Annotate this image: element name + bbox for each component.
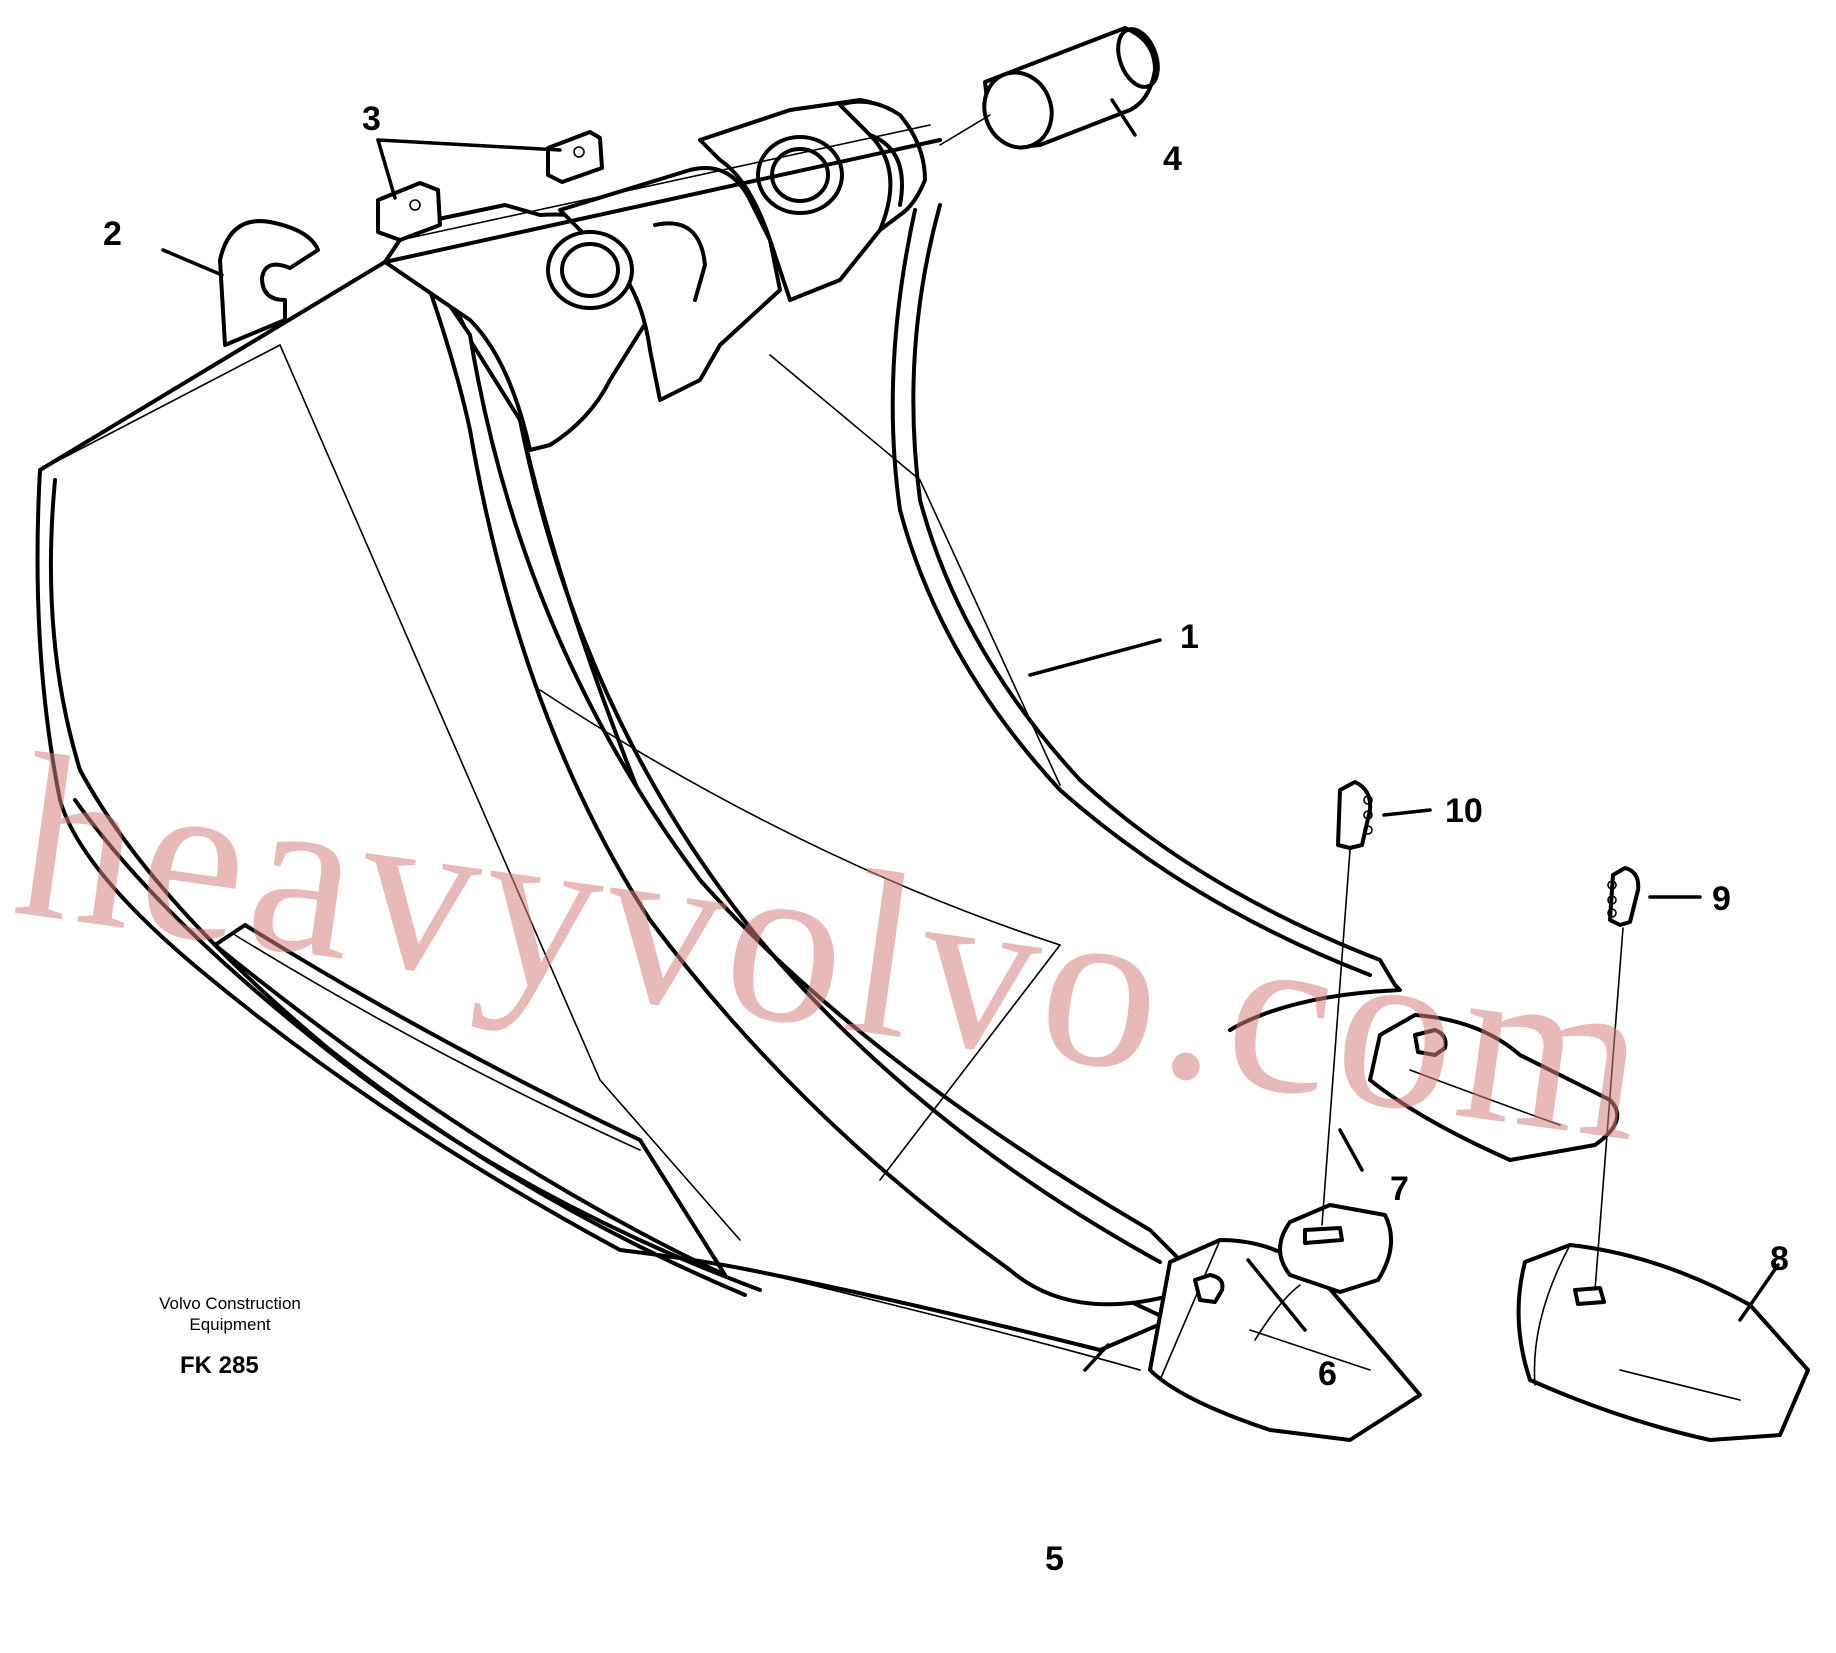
callout-8: 8: [1770, 1240, 1789, 1278]
callout-7: 7: [1390, 1170, 1409, 1208]
tooth: [1516, 1243, 1810, 1442]
callout-10: 10: [1445, 792, 1483, 830]
lifting-hook: [218, 219, 320, 347]
callout-5: 5: [1045, 1540, 1064, 1578]
tooth-adapter-middle: [1254, 1203, 1394, 1341]
manufacturer-caption: Volvo Construction Equipment: [120, 1293, 340, 1335]
callout-1: 1: [1180, 618, 1199, 656]
manufacturer-line-2: Equipment: [189, 1315, 271, 1334]
callout-6: 6: [1318, 1355, 1337, 1393]
manufacturer-line-1: Volvo Construction: [159, 1294, 301, 1313]
callout-4: 4: [1163, 140, 1182, 178]
figure-code: FK 285: [180, 1352, 259, 1379]
callout-2: 2: [103, 215, 122, 253]
bucket-body: [35, 98, 1402, 1371]
brackets: [376, 130, 604, 242]
leader-lines: [161, 98, 1780, 1372]
callout-9: 9: [1712, 880, 1731, 918]
tooth-adapter-front: [1148, 1238, 1422, 1442]
tooth-adapter-rear: [1368, 1013, 1620, 1162]
callout-3: 3: [362, 100, 381, 138]
callout-numbers: 1 2 3 4 5 6 7 8 9 10: [103, 100, 1789, 1578]
lock-pins: [1336, 780, 1641, 927]
bushing: [982, 26, 1160, 150]
